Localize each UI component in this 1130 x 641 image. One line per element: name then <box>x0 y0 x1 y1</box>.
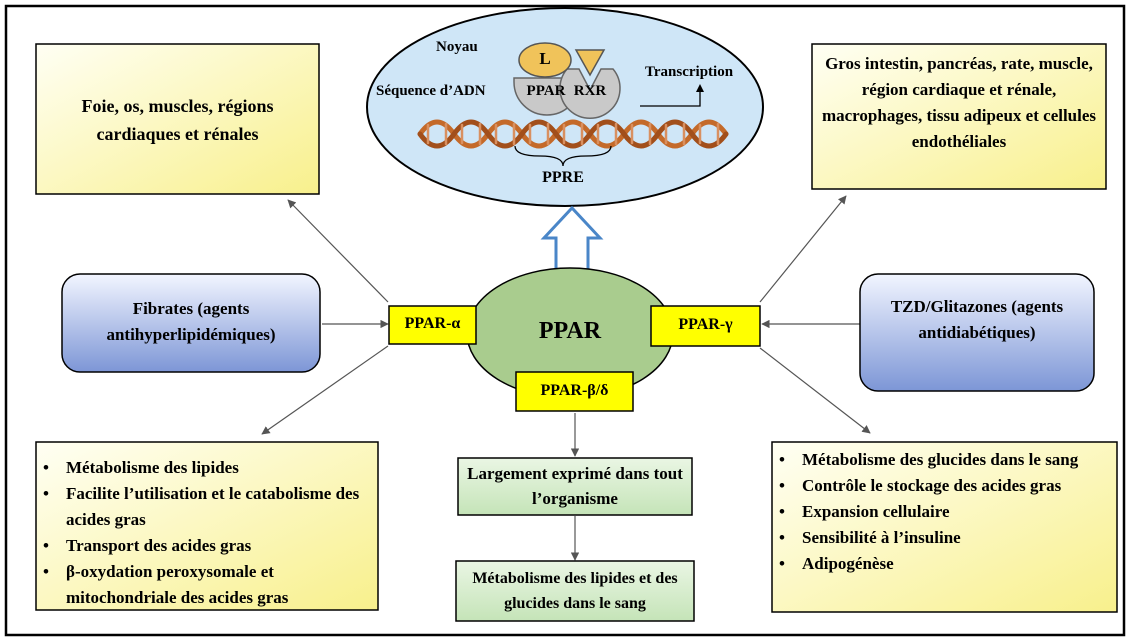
arrow-gamma-to-functions <box>759 347 871 434</box>
functions-alpha-item: •Métabolisme des lipides <box>43 458 239 477</box>
beta-function-box <box>455 560 695 622</box>
functions-gamma-item: •Contrôle le stockage des acides gras <box>779 476 1062 495</box>
rxr-receptor-shape <box>559 68 621 120</box>
dna-helix <box>417 119 729 149</box>
transcription-arrow <box>640 90 701 107</box>
fibrates-text: Fibrates (agents antihyperlipidémiques) <box>106 299 276 344</box>
functions-alpha-item: •Transport des acides gras <box>43 536 252 555</box>
functions-gamma-item: •Adipogénèse <box>779 554 894 573</box>
functions-gamma-item: •Métabolisme des glucides dans le sang <box>779 450 1079 469</box>
arrow-gamma-to-tissues <box>759 195 847 303</box>
dna-sequence-label: Séquence d’ADN <box>376 83 486 99</box>
ligand-triangle <box>574 49 606 77</box>
arrow-alpha-to-tissues <box>287 199 389 303</box>
arrow-alpha-to-functions <box>261 345 389 435</box>
expression-box <box>457 457 693 516</box>
connector-lines <box>261 195 871 561</box>
ligand-label: L <box>539 49 551 68</box>
tissues-gamma-box <box>811 43 1107 190</box>
ppre-label: PPRE <box>542 169 584 186</box>
tzd-box <box>859 273 1095 392</box>
ligand-circle <box>518 42 572 78</box>
ppar-receptor-label: PPAR <box>526 83 566 99</box>
functions-gamma-item: •Expansion cellulaire <box>779 502 950 521</box>
noyau-label: Noyau <box>436 39 478 55</box>
functions-alpha-item: •Facilite l’utilisation et le catabolism… <box>43 484 360 529</box>
functions-alpha-box <box>35 441 379 611</box>
ppar-gamma-label: PPAR-γ <box>678 316 733 333</box>
tzd-text: TZD/Glitazones (agents antidiabétiques) <box>890 297 1064 342</box>
ppre-brace <box>514 145 612 167</box>
functions-gamma-item: •Sensibilité à l’insuline <box>779 528 961 547</box>
functions-alpha-item: •β-oxydation peroxysomale et mitochondri… <box>43 562 289 607</box>
dna-rungs <box>426 122 720 146</box>
transcription-label: Transcription <box>645 64 734 80</box>
beta-function-text: Métabolisme des lipides et des glucides … <box>472 570 678 612</box>
ppar-beta-delta-box <box>515 371 634 412</box>
tissues-gamma-text: Gros intestin, pancréas, rate, muscle, r… <box>821 54 1097 151</box>
ppar-alpha-box <box>388 305 477 345</box>
tissues-alpha-text: Foie, os, muscles, régions cardiaques et… <box>81 96 274 144</box>
expression-text: Largement exprimé dans tout l’organisme <box>467 464 683 508</box>
rxr-receptor-label: RXR <box>573 83 607 99</box>
fibrates-box <box>61 273 321 373</box>
ppar-gamma-box <box>650 305 761 347</box>
functions-gamma-list: •Métabolisme des glucides dans le sang •… <box>776 447 1114 577</box>
ppar-alpha-label: PPAR-α <box>404 315 461 332</box>
ppar-center-label: PPAR <box>538 318 602 344</box>
ppar-beta-delta-label: PPAR-β/δ <box>540 382 609 399</box>
up-arrow <box>540 205 604 272</box>
dna-strand-1 <box>417 119 729 149</box>
functions-alpha-list: •Métabolisme des lipides •Facilite l’uti… <box>40 455 372 611</box>
dna-strand-2 <box>417 119 729 149</box>
functions-gamma-box <box>771 441 1118 613</box>
tissues-alpha-box <box>35 43 320 195</box>
